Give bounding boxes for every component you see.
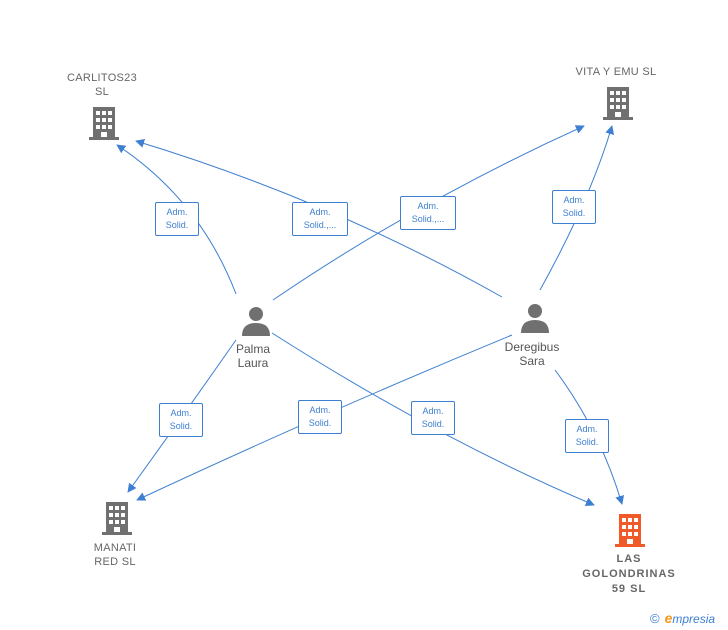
relation-label-palma-carlitos[interactable]: Adm. Solid. <box>155 202 199 236</box>
company-label-carlitos23[interactable]: CARLITOS23 SL <box>67 71 137 99</box>
relation-role: Adm. <box>422 406 444 416</box>
relation-type: Solid. <box>562 208 586 218</box>
company-name-line: VITA Y EMU SL <box>575 66 657 78</box>
relation-type: Solid. <box>575 437 599 447</box>
person-icon <box>521 304 549 333</box>
company-name-line: MANATI <box>93 542 137 554</box>
person-name-line: Deregibus <box>504 340 560 354</box>
brand-logo: empresia <box>665 610 715 626</box>
company-label-vita-y-emu[interactable]: VITA Y EMU SL <box>576 65 657 79</box>
relation-type: Solid. <box>165 220 189 230</box>
relation-type: Solid. <box>421 419 445 429</box>
person-label-palma-laura[interactable]: Palma Laura <box>236 342 270 370</box>
relation-role: Adm. <box>170 408 192 418</box>
person-label-deregibus-sara[interactable]: Deregibus Sara <box>505 340 560 368</box>
relation-role: Adm. <box>576 424 598 434</box>
relation-role: Adm. <box>417 201 439 211</box>
relation-type: Solid.,... <box>303 220 337 230</box>
relation-label-palma-vita[interactable]: Adm. Solid.,... <box>400 196 456 230</box>
relation-type: Solid.,... <box>411 214 445 224</box>
building-icon <box>603 87 633 120</box>
company-label-manati[interactable]: MANATI RED SL <box>94 541 137 569</box>
copyright-symbol: © <box>650 610 660 626</box>
relation-role: Adm. <box>166 207 188 217</box>
company-label-las-golondrinas[interactable]: LAS GOLONDRINAS 59 SL <box>582 552 676 597</box>
company-name-line: LAS <box>616 553 642 565</box>
company-name-line: SL <box>94 86 110 98</box>
brand-initial: e <box>664 610 673 626</box>
relation-label-deregibus-vita[interactable]: Adm. Solid. <box>552 190 596 224</box>
company-name-line: RED SL <box>94 556 136 568</box>
relation-role: Adm. <box>563 195 585 205</box>
building-icon <box>89 107 119 140</box>
relation-label-palma-golondrinas[interactable]: Adm. Solid. <box>411 401 455 435</box>
relation-role: Adm. <box>309 207 331 217</box>
relation-type: Solid. <box>308 418 332 428</box>
relation-label-palma-manati[interactable]: Adm. Solid. <box>159 403 203 437</box>
building-icon <box>102 502 132 535</box>
relation-type: Solid. <box>169 421 193 431</box>
empresia-brand[interactable]: © empresia <box>650 610 715 626</box>
relation-role: Adm. <box>309 405 331 415</box>
relation-label-deregibus-manati[interactable]: Adm. Solid. <box>298 400 342 434</box>
company-name-line: CARLITOS23 <box>66 72 138 84</box>
person-name-line: Laura <box>237 356 269 370</box>
company-name-line: 59 SL <box>611 583 647 595</box>
brand-name: mpresia <box>672 612 716 626</box>
building-icon <box>615 514 645 547</box>
relation-label-deregibus-carlitos[interactable]: Adm. Solid.,... <box>292 202 348 236</box>
person-icon <box>242 307 270 336</box>
person-name-line: Sara <box>519 354 545 368</box>
company-name-line: GOLONDRINAS <box>582 568 676 580</box>
relation-label-deregibus-golondrinas[interactable]: Adm. Solid. <box>565 419 609 453</box>
person-name-line: Palma <box>235 342 271 356</box>
